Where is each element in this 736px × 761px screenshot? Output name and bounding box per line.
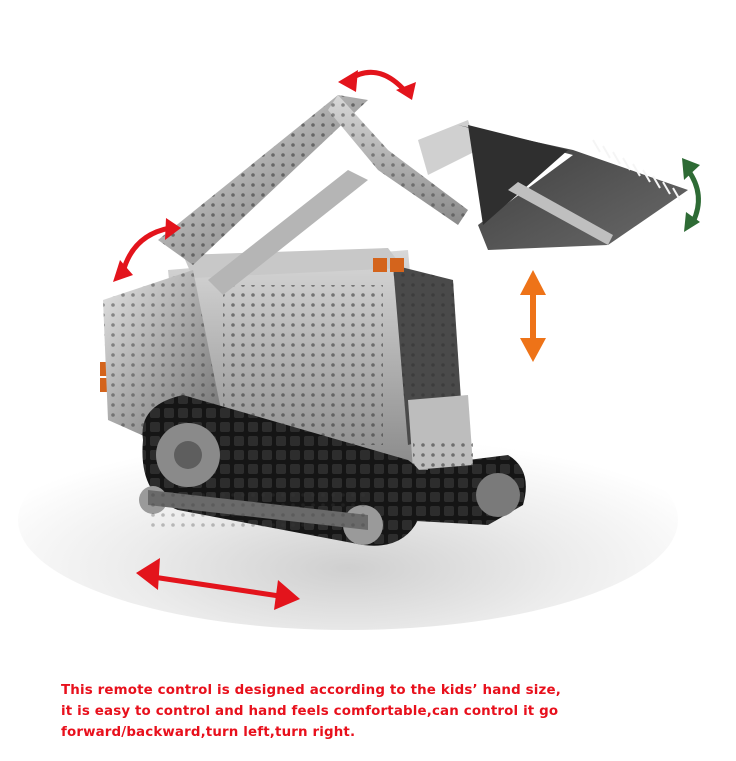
product-photo	[8, 0, 728, 660]
left-side-plate	[103, 270, 223, 440]
arrow-lift-up-down-icon	[520, 270, 546, 362]
product-caption: This remote control is designed accordin…	[61, 680, 701, 743]
caption-line-3: forward/backward,turn left,turn right.	[61, 725, 356, 740]
caption-line-2: it is easy to control and hand feels com…	[61, 704, 559, 719]
lift-arms	[158, 95, 478, 295]
bucket	[458, 125, 688, 250]
arrow-arm-top-rotate-icon	[338, 69, 416, 100]
arrow-drive-forward-backward-icon	[136, 558, 300, 610]
front-track	[139, 395, 426, 546]
caption-line-1: This remote control is designed accordin…	[61, 683, 561, 698]
arrow-arm-pivot-rotate-icon	[113, 218, 181, 282]
arrow-bucket-tilt-icon	[682, 158, 701, 232]
